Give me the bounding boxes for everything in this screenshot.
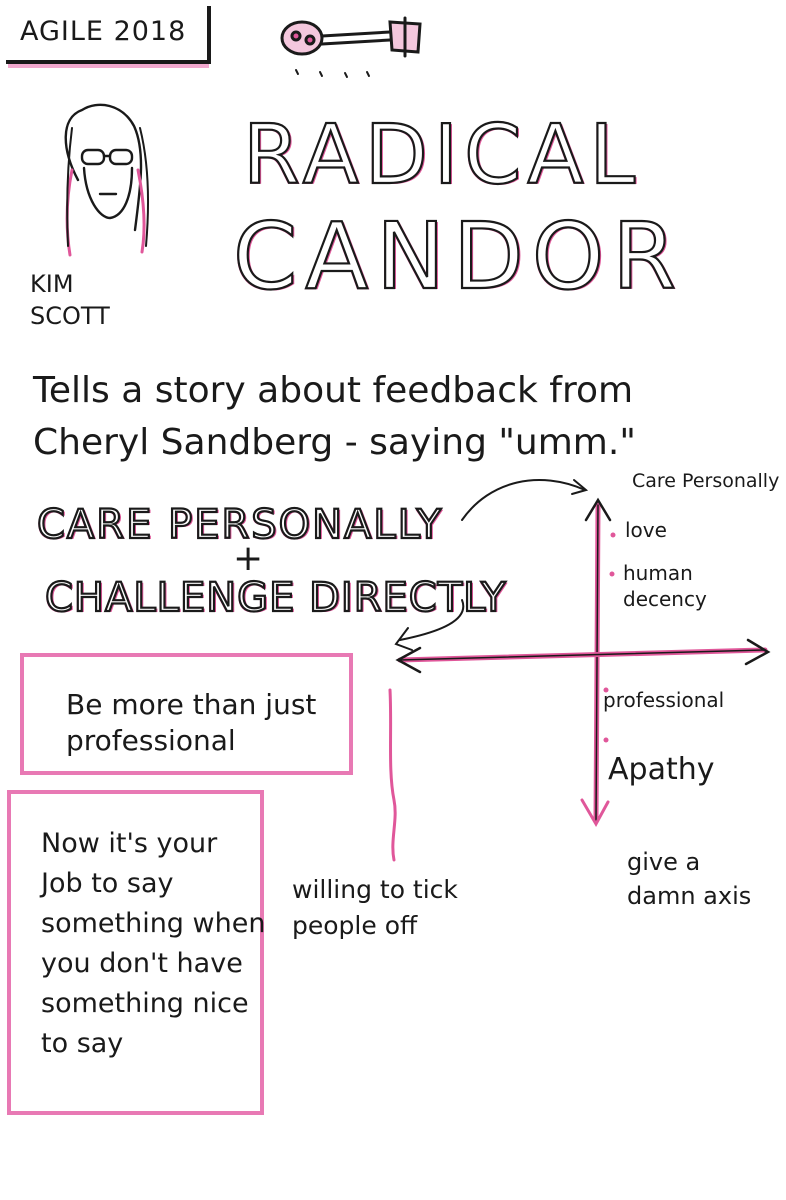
event-tag: AGILE 2018 [6,6,211,64]
human-decency-label: human decency [623,561,707,611]
job-note-box: Now it's your Job to say something when … [7,790,266,1115]
horizontal-axis [397,647,768,663]
horizontal-axis-right-arrow [744,638,771,666]
professional-label: professional [603,688,725,712]
horizontal-axis-left-arrow [395,646,422,674]
speaker-name: KIM SCOTT [30,268,110,332]
love-label: love [625,518,667,542]
willing-label: willing to tick people off [292,875,458,940]
willing-squiggle [388,688,397,862]
title-line-1: RADICAL [242,107,642,204]
speaker-last-name: SCOTT [30,302,110,330]
care-personally-heading: CARE PERSONALLY [36,501,444,549]
vertical-axis-down-arrow [580,798,610,828]
vertical-axis-label: Care Personally [632,470,780,492]
title-line-2: CANDOR [232,202,685,311]
professional-note-text: Be more than just professional [66,688,317,757]
apathy-label: Apathy [608,752,715,787]
vertical-axis [593,502,601,823]
professional-note-box: Be more than just professional [20,653,353,775]
speaker-first-name: KIM [30,270,74,298]
vertical-axis-up-arrow [584,497,612,522]
give-a-damn-axis-label: give a damn axis [627,848,752,910]
story-note: Tells a story about feedback from Cheryl… [33,370,636,463]
care-arrow [461,479,586,521]
challenge-directly-heading: CHALLENGE DIRECTLY [44,574,507,622]
event-tag-label: AGILE 2018 [20,16,187,47]
job-note-text: Now it's your Job to say something when … [41,828,266,1059]
plus-sign: + [233,538,264,579]
